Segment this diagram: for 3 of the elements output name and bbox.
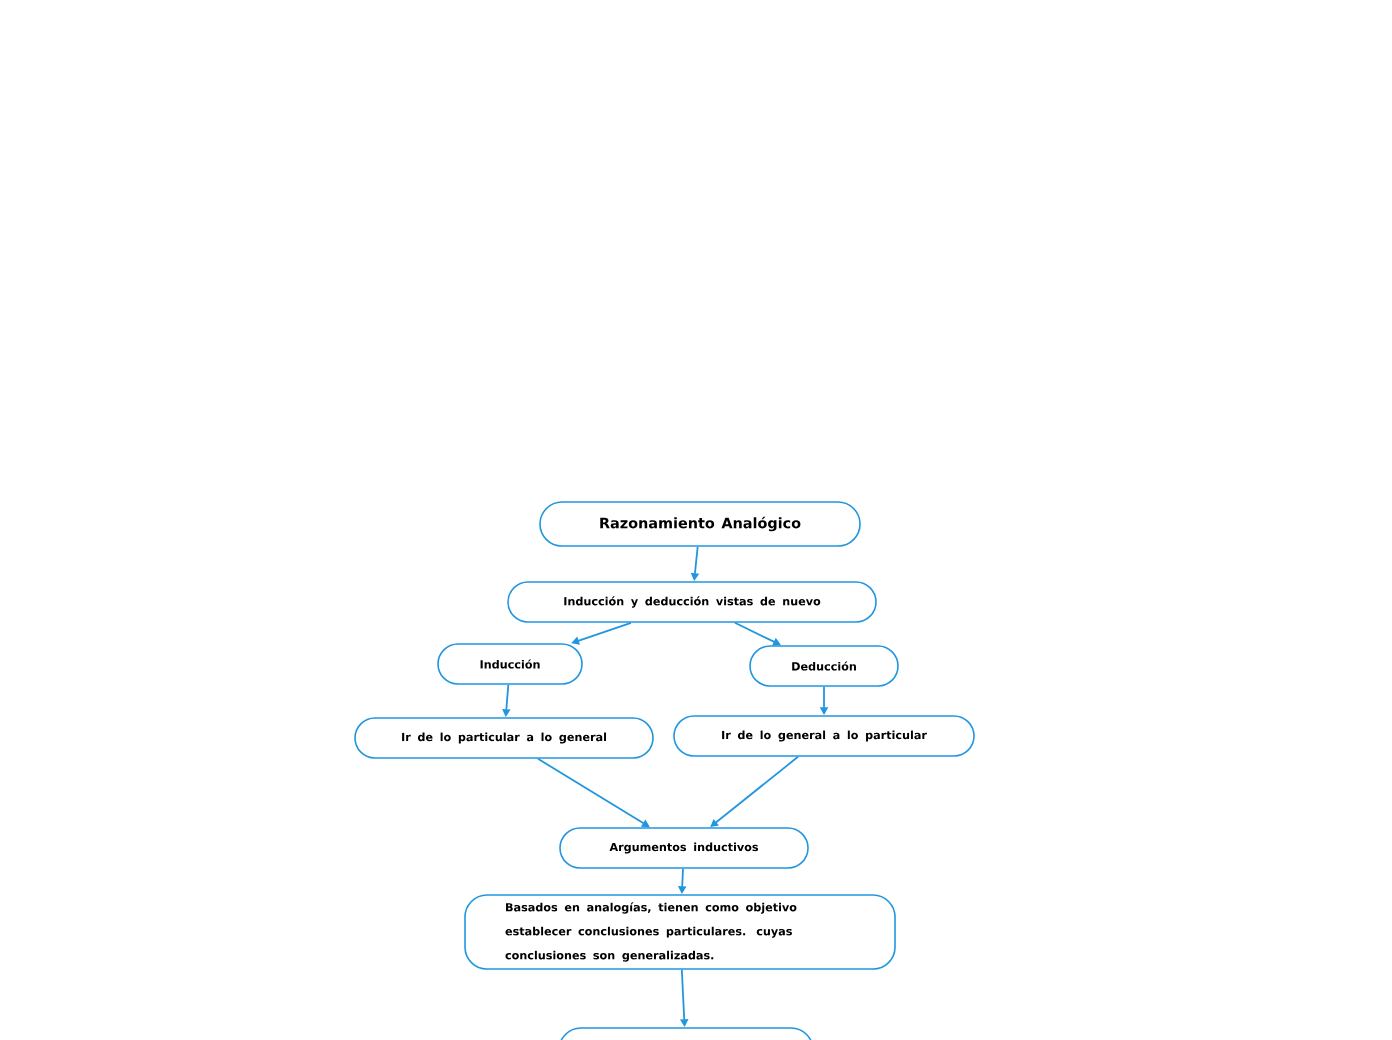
arrow bbox=[537, 757, 650, 828]
concept-box bbox=[558, 1027, 814, 1040]
arrow bbox=[734, 621, 781, 646]
